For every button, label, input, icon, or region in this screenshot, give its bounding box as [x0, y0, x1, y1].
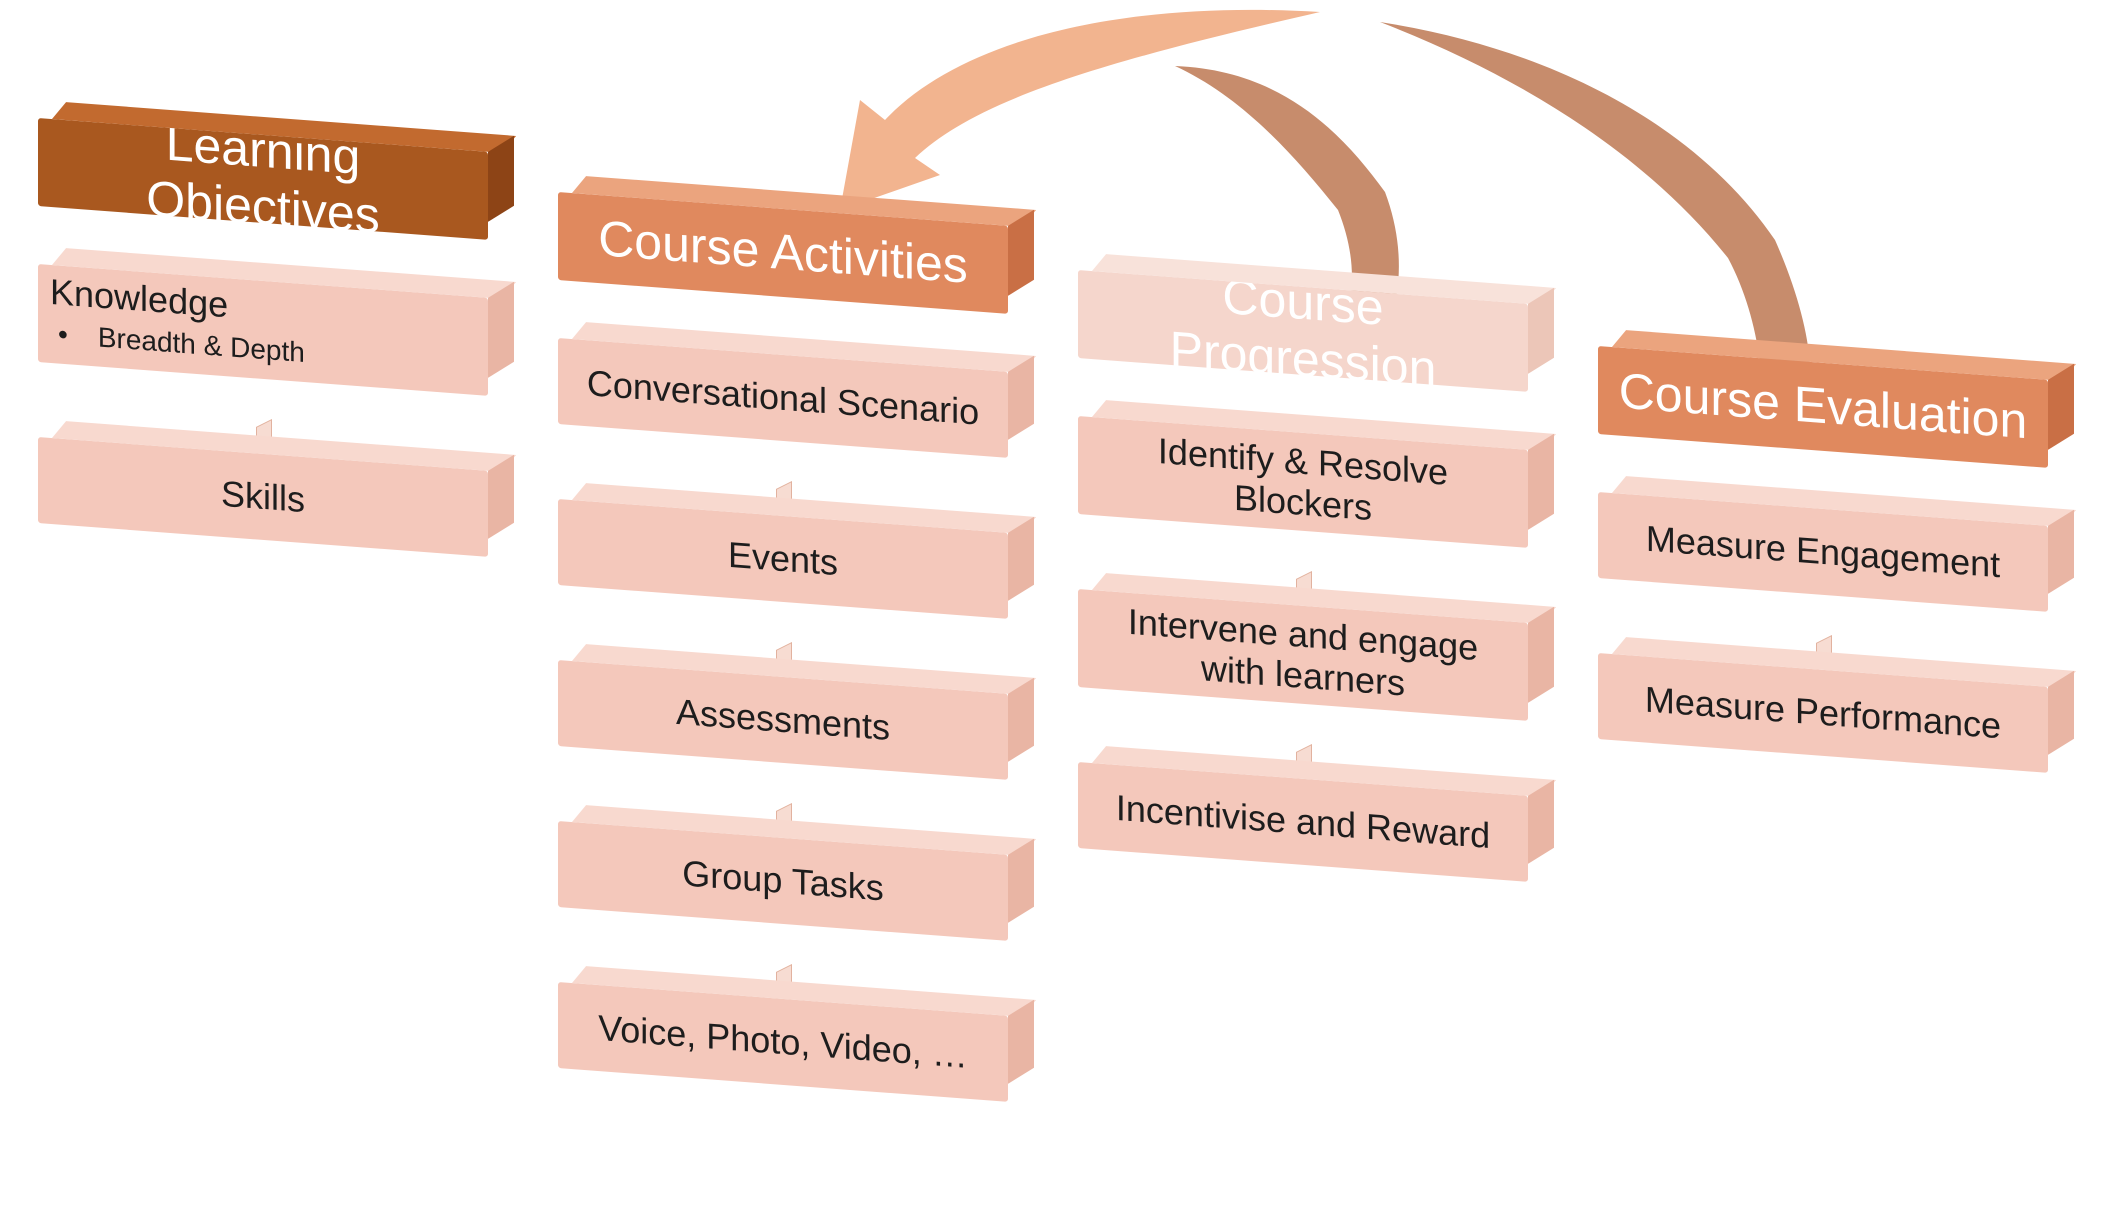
item-measure-performance-label: Measure Performance — [1644, 678, 2002, 747]
item-voice-photo-video-label: Voice, Photo, Video, … — [598, 1007, 968, 1077]
header-course-progression-label: Course Progression — [1169, 267, 1437, 397]
item-skills: Skills — [38, 437, 488, 557]
item-knowledge-bullet: • Breadth & Depth — [58, 319, 305, 370]
return-arrow — [840, 9, 1320, 210]
item-incentivise-reward: Incentivise and Reward — [1078, 762, 1528, 882]
item-incentivise-reward-label: Incentivise and Reward — [1115, 787, 1491, 857]
evaluation-feedback-arc — [1380, 22, 1810, 365]
item-group-tasks: Group Tasks — [558, 821, 1008, 993]
item-knowledge-label: Knowledge — [50, 270, 229, 326]
item-voice-photo-video: Voice, Photo, Video, … — [558, 982, 1008, 1102]
item-conversational-scenario: Conversational Scenario — [558, 338, 1008, 510]
item-measure-engagement: Measure Engagement — [1598, 492, 2048, 664]
item-identify-resolve-blockers-label: Identify & Resolve Blockers — [1157, 429, 1449, 529]
header-course-evaluation-label: Course Evaluation — [1618, 362, 2028, 450]
item-measure-performance: Measure Performance — [1598, 653, 2048, 773]
column-course-activities: Course Activities Conversational Scenari… — [558, 192, 1008, 1177]
bullet-dot-icon: • — [58, 318, 68, 351]
column-course-evaluation: Course Evaluation Measure Engagement Mea… — [1598, 346, 2048, 848]
item-knowledge: Knowledge • Breadth & Depth — [38, 264, 488, 448]
header-course-evaluation: Course Evaluation — [1598, 346, 2048, 468]
item-events: Events — [558, 499, 1008, 671]
item-assessments: Assessments — [558, 660, 1008, 832]
header-learning-objectives-label: Learning Objectives — [146, 114, 380, 244]
item-group-tasks-label: Group Tasks — [682, 852, 884, 909]
item-skills-label: Skills — [220, 473, 305, 521]
item-knowledge-bullet-label: Breadth & Depth — [97, 321, 305, 369]
item-events-label: Events — [727, 534, 839, 584]
header-course-activities-label: Course Activities — [598, 210, 968, 295]
header-learning-objectives: Learning Objectives — [38, 114, 488, 244]
item-intervene-engage-label: Intervene and engage with learners — [1127, 600, 1479, 704]
item-intervene-engage: Intervene and engage with learners — [1078, 589, 1528, 773]
column-learning-objectives: Learning Objectives Knowledge • Breadth … — [38, 114, 488, 632]
item-measure-engagement-label: Measure Engagement — [1645, 517, 2001, 586]
item-identify-resolve-blockers: Identify & Resolve Blockers — [1078, 416, 1528, 600]
header-course-activities: Course Activities — [558, 192, 1008, 314]
item-assessments-label: Assessments — [675, 691, 891, 749]
item-conversational-scenario-label: Conversational Scenario — [586, 362, 980, 433]
column-course-progression: Course Progression Identify & Resolve Bl… — [1078, 267, 1528, 957]
header-course-progression: Course Progression — [1078, 267, 1528, 397]
